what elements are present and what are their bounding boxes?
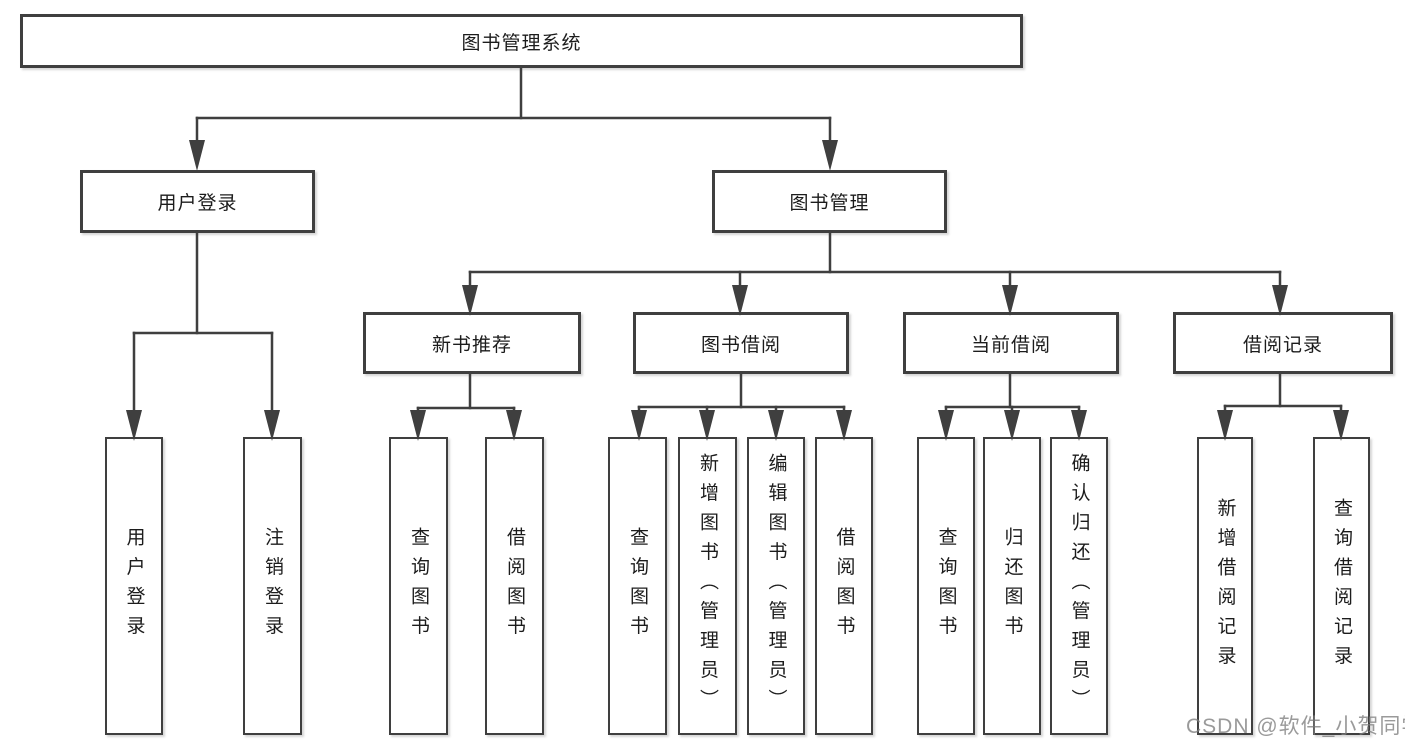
leaf-records-query-record: 查询借阅记录 bbox=[1313, 437, 1370, 735]
leaf-logout: 注销登录 bbox=[243, 437, 302, 735]
leaf-user-login: 用户登录 bbox=[105, 437, 163, 735]
leaf-borrowing-add-books-admin-label: 新增图书（管理员） bbox=[697, 453, 718, 719]
node-library-system: 图书管理系统 bbox=[20, 14, 1023, 68]
leaf-current-confirm-return-admin: 确认归还（管理员） bbox=[1050, 437, 1108, 735]
leaf-borrowing-edit-books-admin-label: 编辑图书（管理员） bbox=[765, 453, 787, 719]
leaf-newbooks-borrow-books-label: 借阅图书 bbox=[504, 527, 525, 645]
leaf-records-query-record-label: 查询借阅记录 bbox=[1331, 497, 1352, 675]
node-current-borrowing: 当前借阅 bbox=[903, 312, 1119, 374]
leaf-borrowing-borrow-books-label: 借阅图书 bbox=[833, 527, 855, 645]
leaf-borrowing-query-books: 查询图书 bbox=[608, 437, 667, 735]
leaf-current-query-books-label: 查询图书 bbox=[935, 527, 957, 645]
node-user-login: 用户登录 bbox=[80, 170, 315, 233]
leaf-current-confirm-return-admin-label: 确认归还（管理员） bbox=[1068, 453, 1090, 719]
leaf-current-query-books: 查询图书 bbox=[917, 437, 975, 735]
leaf-logout-label: 注销登录 bbox=[262, 527, 283, 645]
node-new-book-recommend: 新书推荐 bbox=[363, 312, 581, 374]
node-book-borrowing: 图书借阅 bbox=[633, 312, 849, 374]
leaf-newbooks-query-books-label: 查询图书 bbox=[408, 527, 429, 645]
node-borrowing-records: 借阅记录 bbox=[1173, 312, 1393, 374]
node-book-management: 图书管理 bbox=[712, 170, 947, 233]
leaf-user-login-label: 用户登录 bbox=[123, 527, 145, 645]
csdn-watermark: CSDN @软件_小贺同学 bbox=[1186, 715, 1405, 738]
leaf-records-add-record-label: 新增借阅记录 bbox=[1214, 497, 1236, 675]
leaf-borrowing-borrow-books: 借阅图书 bbox=[815, 437, 873, 735]
leaf-borrowing-query-books-label: 查询图书 bbox=[627, 527, 648, 645]
leaf-current-return-books-label: 归还图书 bbox=[1001, 527, 1023, 645]
leaf-newbooks-query-books: 查询图书 bbox=[389, 437, 448, 735]
leaf-borrowing-edit-books-admin: 编辑图书（管理员） bbox=[747, 437, 805, 735]
leaf-borrowing-add-books-admin: 新增图书（管理员） bbox=[678, 437, 737, 735]
leaf-records-add-record: 新增借阅记录 bbox=[1197, 437, 1253, 735]
leaf-current-return-books: 归还图书 bbox=[983, 437, 1041, 735]
leaf-newbooks-borrow-books: 借阅图书 bbox=[485, 437, 544, 735]
